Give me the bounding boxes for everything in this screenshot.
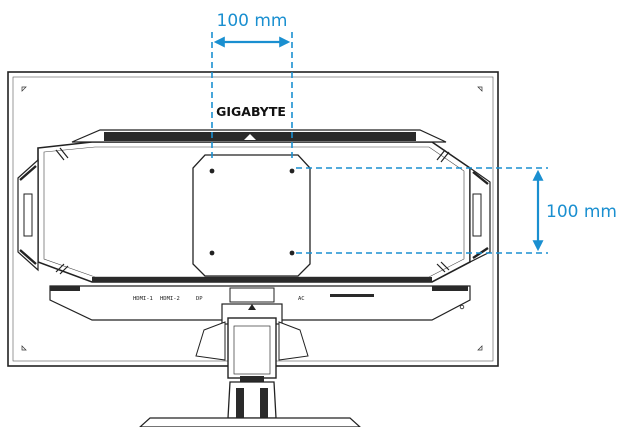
vesa-hole-top-left: [209, 168, 215, 174]
vesa-hole-bottom-right: [289, 250, 295, 256]
port-label-hdmi1: HDMI-1: [133, 296, 153, 302]
port-label-ac: AC: [298, 296, 305, 302]
vesa-hole-bottom-left: [209, 250, 215, 256]
horizontal-dimension: 100 mm: [211, 11, 293, 160]
port-bay: HDMI-1 HDMI-2 DP AC: [49, 285, 471, 321]
brand-logo: GIGABYTE: [216, 104, 286, 119]
vertical-dimension: 100 mm: [296, 167, 617, 254]
monitor-stand: [139, 287, 361, 427]
port-label-hdmi2: HDMI-2: [160, 296, 180, 302]
horizontal-dimension-label: 100 mm: [217, 11, 288, 31]
port-label-dp: DP: [196, 296, 203, 302]
vesa-hole-top-right: [289, 168, 295, 174]
vertical-dimension-label: 100 mm: [546, 202, 617, 222]
vesa-mount-plate: [192, 154, 311, 277]
